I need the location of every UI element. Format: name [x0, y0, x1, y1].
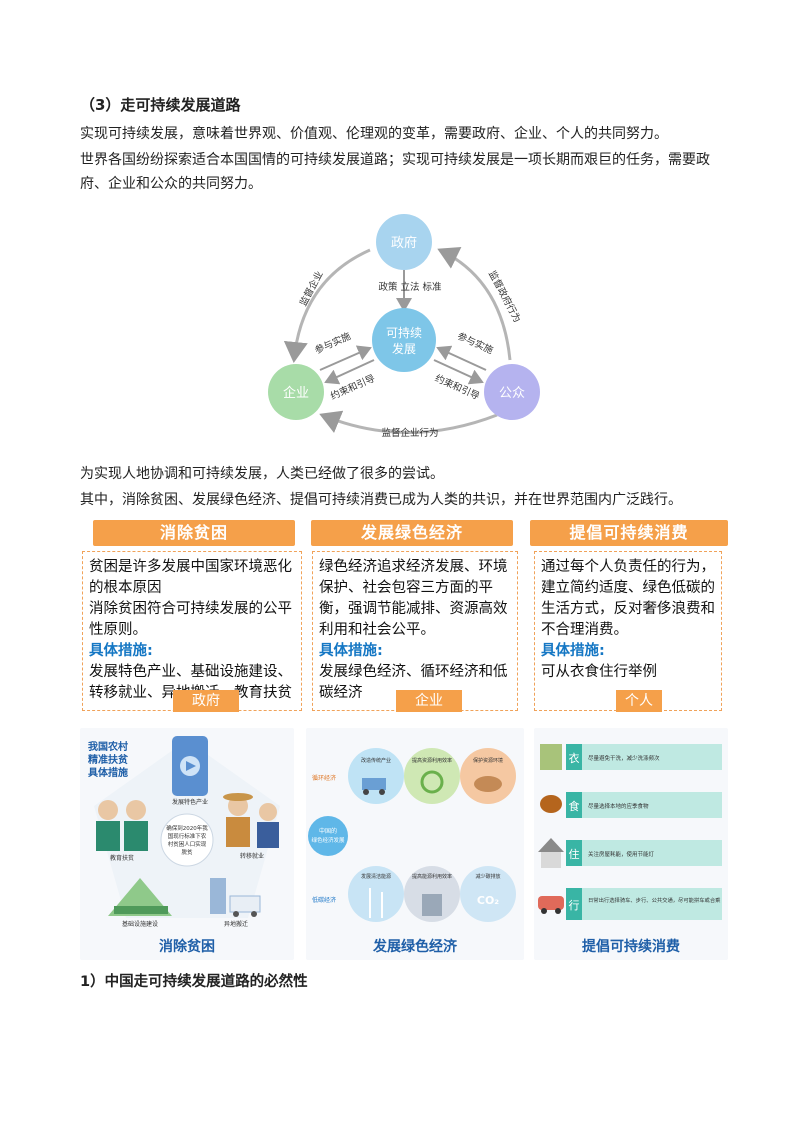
constrain-right-label: 约束和引导 [433, 372, 481, 402]
education-label: 教育扶贫 [110, 854, 134, 862]
poverty-center-2: 国现行标准下农 [168, 832, 207, 840]
consume-char-4: 行 [569, 899, 580, 912]
green-l2: 提高能源利用效率 [412, 873, 452, 880]
gov-label: 政府 [391, 236, 417, 251]
green-c3: 保护资源环境 [473, 757, 503, 764]
circular-label: 循环经济 [312, 774, 336, 782]
arrow-gov-to-ent [283, 248, 371, 363]
sustainability-cycle-diagram: 政府 可持续 发展 企业 公众 政策 立法 标准 监督企业 监督政府行为 参与实… [268, 214, 540, 439]
card-measure-label-poverty: 具体措施: [89, 643, 153, 659]
tag-individual: 个人 [616, 690, 662, 712]
industry-label: 发展特色产业 [172, 798, 208, 806]
tag-government: 政府 [173, 690, 239, 712]
paragraph-2: 世界各国纷纷探索适合本国国情的可持续发展道路；实现可持续发展是一项长期而艰巨的任… [80, 152, 710, 192]
shirt-icon [540, 744, 562, 770]
truck-icon [229, 895, 261, 913]
sustainable-consumption-illustration: 衣 尽量避免干洗，减少洗涤频次 食 尽量选择本地的应季食物 住 关注房屋耗能，使… [534, 728, 728, 960]
consume-text-4: 日常出行选择骑车、步行、公共交通，尽可能拼车或合乘 [588, 896, 721, 904]
green-economy-caption: 发展绿色经济 [373, 939, 457, 955]
recycle-circle-icon [404, 748, 460, 804]
pub-circle [484, 364, 540, 420]
consume-char-3: 住 [569, 847, 580, 861]
participate-right-label: 参与实施 [455, 330, 495, 357]
green-center-1: 中国的 [319, 827, 337, 835]
co2-circle-icon [460, 866, 516, 922]
consume-text-2: 尽量选择本地的应季食物 [588, 802, 649, 810]
card-measure-label-consume: 具体措施: [541, 643, 605, 659]
paragraph-4: 其中，消除贫困、发展绿色经济、提倡可持续消费已成为人类的共识，并在世界范围内广泛… [80, 492, 682, 508]
poverty-center-4: 脱贫 [181, 848, 193, 856]
student-icon [98, 800, 118, 820]
wind-turbine-circle-icon [348, 866, 404, 922]
arrow-pub-to-ent [319, 410, 498, 434]
sustainable-consumption-caption: 提倡可持续消费 [582, 939, 680, 955]
ent-label: 企业 [283, 385, 309, 401]
relocation-label: 异地搬迁 [224, 920, 248, 928]
poverty-title-1: 我国农村 [88, 740, 128, 753]
card-text-poverty-1: 贫困是许多发展中国家环境恶化的根本原因 [89, 559, 292, 596]
poverty-caption: 消除贫困 [159, 939, 215, 955]
arrow-pub-to-gov [437, 247, 512, 361]
supervise-ent-bottom-label: 监督企业行为 [381, 427, 438, 439]
card-title-poverty: 消除贫困 [93, 520, 295, 546]
infrastructure-label: 基础设施建设 [122, 920, 158, 928]
car-icon [538, 896, 564, 910]
tag-enterprise: 企业 [396, 690, 462, 712]
house-icon [538, 838, 564, 852]
poverty-center-1: 确保到2020年我 [166, 824, 208, 832]
truck-recycle-circle-icon [348, 748, 404, 804]
consume-char-1: 衣 [569, 751, 580, 765]
green-c1: 改造传统产业 [361, 757, 391, 764]
center-circle [372, 308, 436, 372]
card-body-poverty: 贫困是许多发展中国家环境恶化的根本原因 消除贫困符合可持续发展的公平性原则。 具… [82, 551, 302, 711]
arrow-center-to-ent [324, 359, 375, 385]
center-label-2: 发展 [392, 341, 416, 356]
co2-label: CO₂ [477, 894, 499, 907]
green-economy-illustration: 循环经济 低碳经济 中国的 绿色经济发展 改造传统产业 提高资源利用效率 保护资… [306, 728, 524, 960]
poverty-title-3: 具体措施 [87, 766, 128, 779]
pub-label: 公众 [499, 386, 525, 401]
green-center-2: 绿色经济发展 [311, 836, 345, 844]
consume-text-3: 关注房屋耗能，使用节能灯 [588, 850, 655, 858]
consume-text-1: 尽量避免干洗，减少洗涤频次 [588, 754, 660, 762]
poverty-center-3: 村贫困人口实现 [168, 840, 207, 848]
green-l3: 减少碳排放 [475, 873, 500, 880]
card-measure-consume: 可从衣食住行举例 [541, 664, 657, 680]
paragraph-3: 为实现人地协调和可持续发展，人类已经做了很多的尝试。 [80, 466, 444, 482]
ent-circle [268, 364, 324, 420]
gov-circle [376, 214, 432, 270]
arrow-pub-to-center [436, 345, 487, 371]
consume-char-2: 食 [569, 799, 580, 813]
green-l1: 发展清洁能源 [361, 873, 391, 880]
worker-icon [228, 796, 248, 816]
card-text-consume-1: 通过每个人负责任的行为，建立简约适度、绿色低碳的生活方式，反对奢侈浪费和不合理消… [541, 559, 715, 638]
section-heading: （3）走可持续发展道路 [80, 96, 241, 114]
card-text-poverty-2: 消除贫困符合可持续发展的公平性原则。 [89, 601, 292, 638]
policy-label: 政策 立法 标准 [378, 281, 442, 293]
poverty-title-2: 精准扶贫 [88, 753, 129, 766]
arrow-center-to-pub [433, 359, 484, 385]
card-measure-label-green: 具体措施: [319, 643, 383, 659]
employment-label: 转移就业 [240, 852, 264, 860]
green-c2: 提高资源利用效率 [412, 757, 452, 764]
building-icon [210, 878, 226, 914]
card-text-green-1: 绿色经济追求经济发展、环境保护、社会包容三方面的平衡，强调节能减排、资源高效利用… [319, 559, 508, 638]
card-measure-green: 发展绿色经济、循环经济和低碳经济 [319, 664, 508, 701]
subsection-heading: 1）中国走可持续发展道路的必然性 [80, 974, 308, 990]
card-title-green: 发展绿色经济 [311, 520, 513, 546]
lowcarbon-label: 低碳经济 [312, 896, 336, 904]
turkey-icon [540, 795, 562, 813]
card-body-green: 绿色经济追求经济发展、环境保护、社会包容三方面的平衡，强调节能减排、资源高效利用… [312, 551, 518, 711]
arrow-ent-to-center [319, 345, 372, 371]
paragraph-1: 实现可持续发展，意味着世界观、价值观、伦理观的变革，需要政府、企业、个人的共同努… [80, 126, 668, 142]
participate-left-label: 参与实施 [313, 330, 353, 357]
poverty-illustration: 我国农村 精准扶贫 具体措施 发展特色产业 教育扶贫 转移就业 确保到2020年… [80, 728, 294, 960]
card-title-consume: 提倡可持续消费 [530, 520, 728, 546]
center-label-1: 可持续 [386, 325, 422, 340]
card-body-consume: 通过每个人负责任的行为，建立简约适度、绿色低碳的生活方式，反对奢侈浪费和不合理消… [534, 551, 722, 711]
